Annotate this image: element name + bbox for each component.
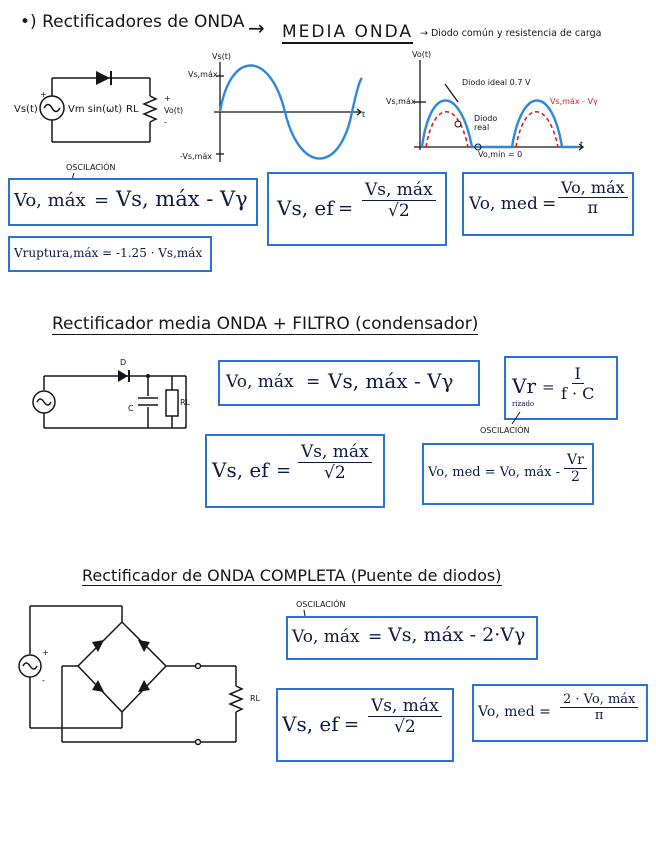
vo-med-2-frac: Vr 2 — [564, 452, 587, 485]
box-vo-max-1 — [8, 178, 258, 226]
filter-res-label: RL — [180, 398, 191, 407]
vr-eq: = — [542, 378, 555, 396]
vo-max-3-rhs: Vs, máx - 2·Vγ — [388, 624, 526, 646]
vo-med-3-lhs: Vo, med = — [478, 704, 551, 720]
source-expr: Vm sin(ωt) — [68, 104, 123, 115]
graph2-xlabel: t — [580, 140, 584, 149]
box-vo-med-2 — [422, 443, 594, 505]
vo-med-1-den: π — [587, 198, 599, 217]
vo-med-1-lhs: Vo, med — [469, 194, 538, 214]
vo-med-1-frac: Vo, máx π — [558, 178, 628, 217]
vs-ef-1-lhs: Vs, ef — [277, 196, 334, 220]
vs-ef-2-eq: = — [276, 460, 292, 481]
vs-ef-3-num: Vs, máx — [368, 696, 442, 717]
oscillation-note-3: OSCILACIÓN — [296, 600, 346, 609]
vs-ef-2-den: √2 — [324, 463, 346, 483]
vo-max-1-lhs: Vo, máx — [14, 190, 86, 211]
box-vo-max-3 — [286, 616, 538, 660]
vs-ef-1-den: √2 — [388, 201, 410, 221]
vo-med-2-lhs: Vo, med = Vo, máx - — [428, 465, 561, 480]
box-vs-ef-2 — [205, 434, 385, 508]
section1-heading: MEDIA ONDA — [282, 22, 414, 44]
graph1-xlabel: t — [362, 110, 366, 119]
vo-med-1-num: Vo, máx — [558, 178, 628, 198]
vs-ef-3-lhs: Vs, ef — [282, 712, 339, 736]
vs-ef-2-num: Vs, máx — [298, 442, 372, 463]
vs-ef-3-den: √2 — [394, 717, 416, 737]
vs-ef-2-frac: Vs, máx √2 — [298, 442, 372, 483]
graph1-top: Vs,máx — [188, 70, 218, 79]
bridge-minus: - — [42, 676, 45, 685]
graph1-ylabel: Vs(t) — [212, 52, 232, 61]
bridge-plus: + — [42, 648, 49, 657]
vo-max-1-eq: = — [94, 190, 110, 211]
bridge-res-label: RL — [250, 694, 261, 703]
vo-med-2-num: Vr — [564, 452, 587, 469]
box-vo-med-3 — [472, 684, 648, 742]
vr-frac: I f · C — [558, 364, 597, 403]
vo-med-3-den: π — [594, 708, 604, 723]
box-vo-med-1 — [462, 172, 634, 236]
vs-ef-1-eq: = — [338, 198, 354, 219]
ruptura-formula: Vruptura,máx = -1.25 · Vs,máx — [14, 246, 203, 260]
section1-arrow: → — [248, 16, 265, 40]
vr-den: f · C — [561, 384, 595, 403]
vs-ef-3-frac: Vs, máx √2 — [368, 696, 442, 737]
section1-note: → Diodo común y resistencia de carga — [420, 28, 602, 39]
box-vo-max-2 — [218, 360, 480, 406]
filter-cap-label: C — [128, 404, 134, 413]
vo-med-2-den: 2 — [570, 469, 580, 485]
vs-ef-3-eq: = — [344, 714, 360, 735]
source-label: Vs(t) — [14, 104, 38, 115]
output-minus: - — [164, 118, 167, 127]
output-label: Vo(t) — [164, 106, 184, 115]
filter-diode-label: D — [120, 358, 127, 367]
vo-max-1-rhs: Vs, máx - Vγ — [116, 187, 248, 211]
box-vs-ef-3 — [276, 688, 454, 762]
vr-num: I — [571, 364, 584, 384]
section1-title: •) Rectificadores de ONDA — [20, 12, 245, 32]
vo-max-2-rhs: Vs, máx - Vγ — [328, 369, 454, 393]
box-vs-ef-1 — [267, 172, 447, 246]
vs-ef-1-num: Vs, máx — [362, 180, 436, 201]
box-vr — [504, 356, 618, 420]
section2-title: Rectificador media ONDA + FILTRO (conden… — [52, 314, 479, 335]
graph2-top: Vs,máx — [386, 97, 416, 106]
vo-max-3-eq: = — [368, 627, 383, 647]
vo-max-2-lhs: Vo, máx — [226, 372, 294, 392]
oscillation-note-1: OSCILACIÓN — [66, 163, 116, 172]
vo-med-1-eq: = — [542, 194, 557, 214]
graph2-real: Diodo real — [474, 114, 498, 132]
vo-max-2-eq: = — [306, 372, 321, 392]
graph2-ylabel: Vo(t) — [412, 50, 432, 59]
section3-title: Rectificador de ONDA COMPLETA (Puente de… — [82, 566, 502, 586]
graph1-bottom: -Vs,máx — [180, 152, 213, 161]
graph2-bottom: Vo,min = 0 — [478, 150, 523, 159]
oscillation-note-2: OSCILACIÓN — [480, 426, 530, 435]
box-ruptura — [8, 236, 212, 272]
vo-max-3-lhs: Vo, máx — [292, 627, 360, 647]
output-plus: + — [164, 94, 171, 103]
vs-ef-1-frac: Vs, máx √2 — [362, 180, 436, 221]
vo-med-3-frac: 2 · Vo, máx π — [560, 692, 639, 723]
graph2-red-label: Vs,máx - Vγ — [550, 97, 598, 106]
vs-ef-2-lhs: Vs, ef — [212, 458, 269, 482]
vr-sub: rizado — [512, 400, 535, 408]
graph2-ideal: Diodo ideal 0.7 V — [462, 78, 531, 87]
source-plus: + — [40, 90, 47, 99]
vr-lhs: Vr — [512, 374, 537, 398]
vo-med-3-num: 2 · Vo, máx — [560, 692, 639, 708]
resistor-label: RL — [126, 104, 139, 115]
